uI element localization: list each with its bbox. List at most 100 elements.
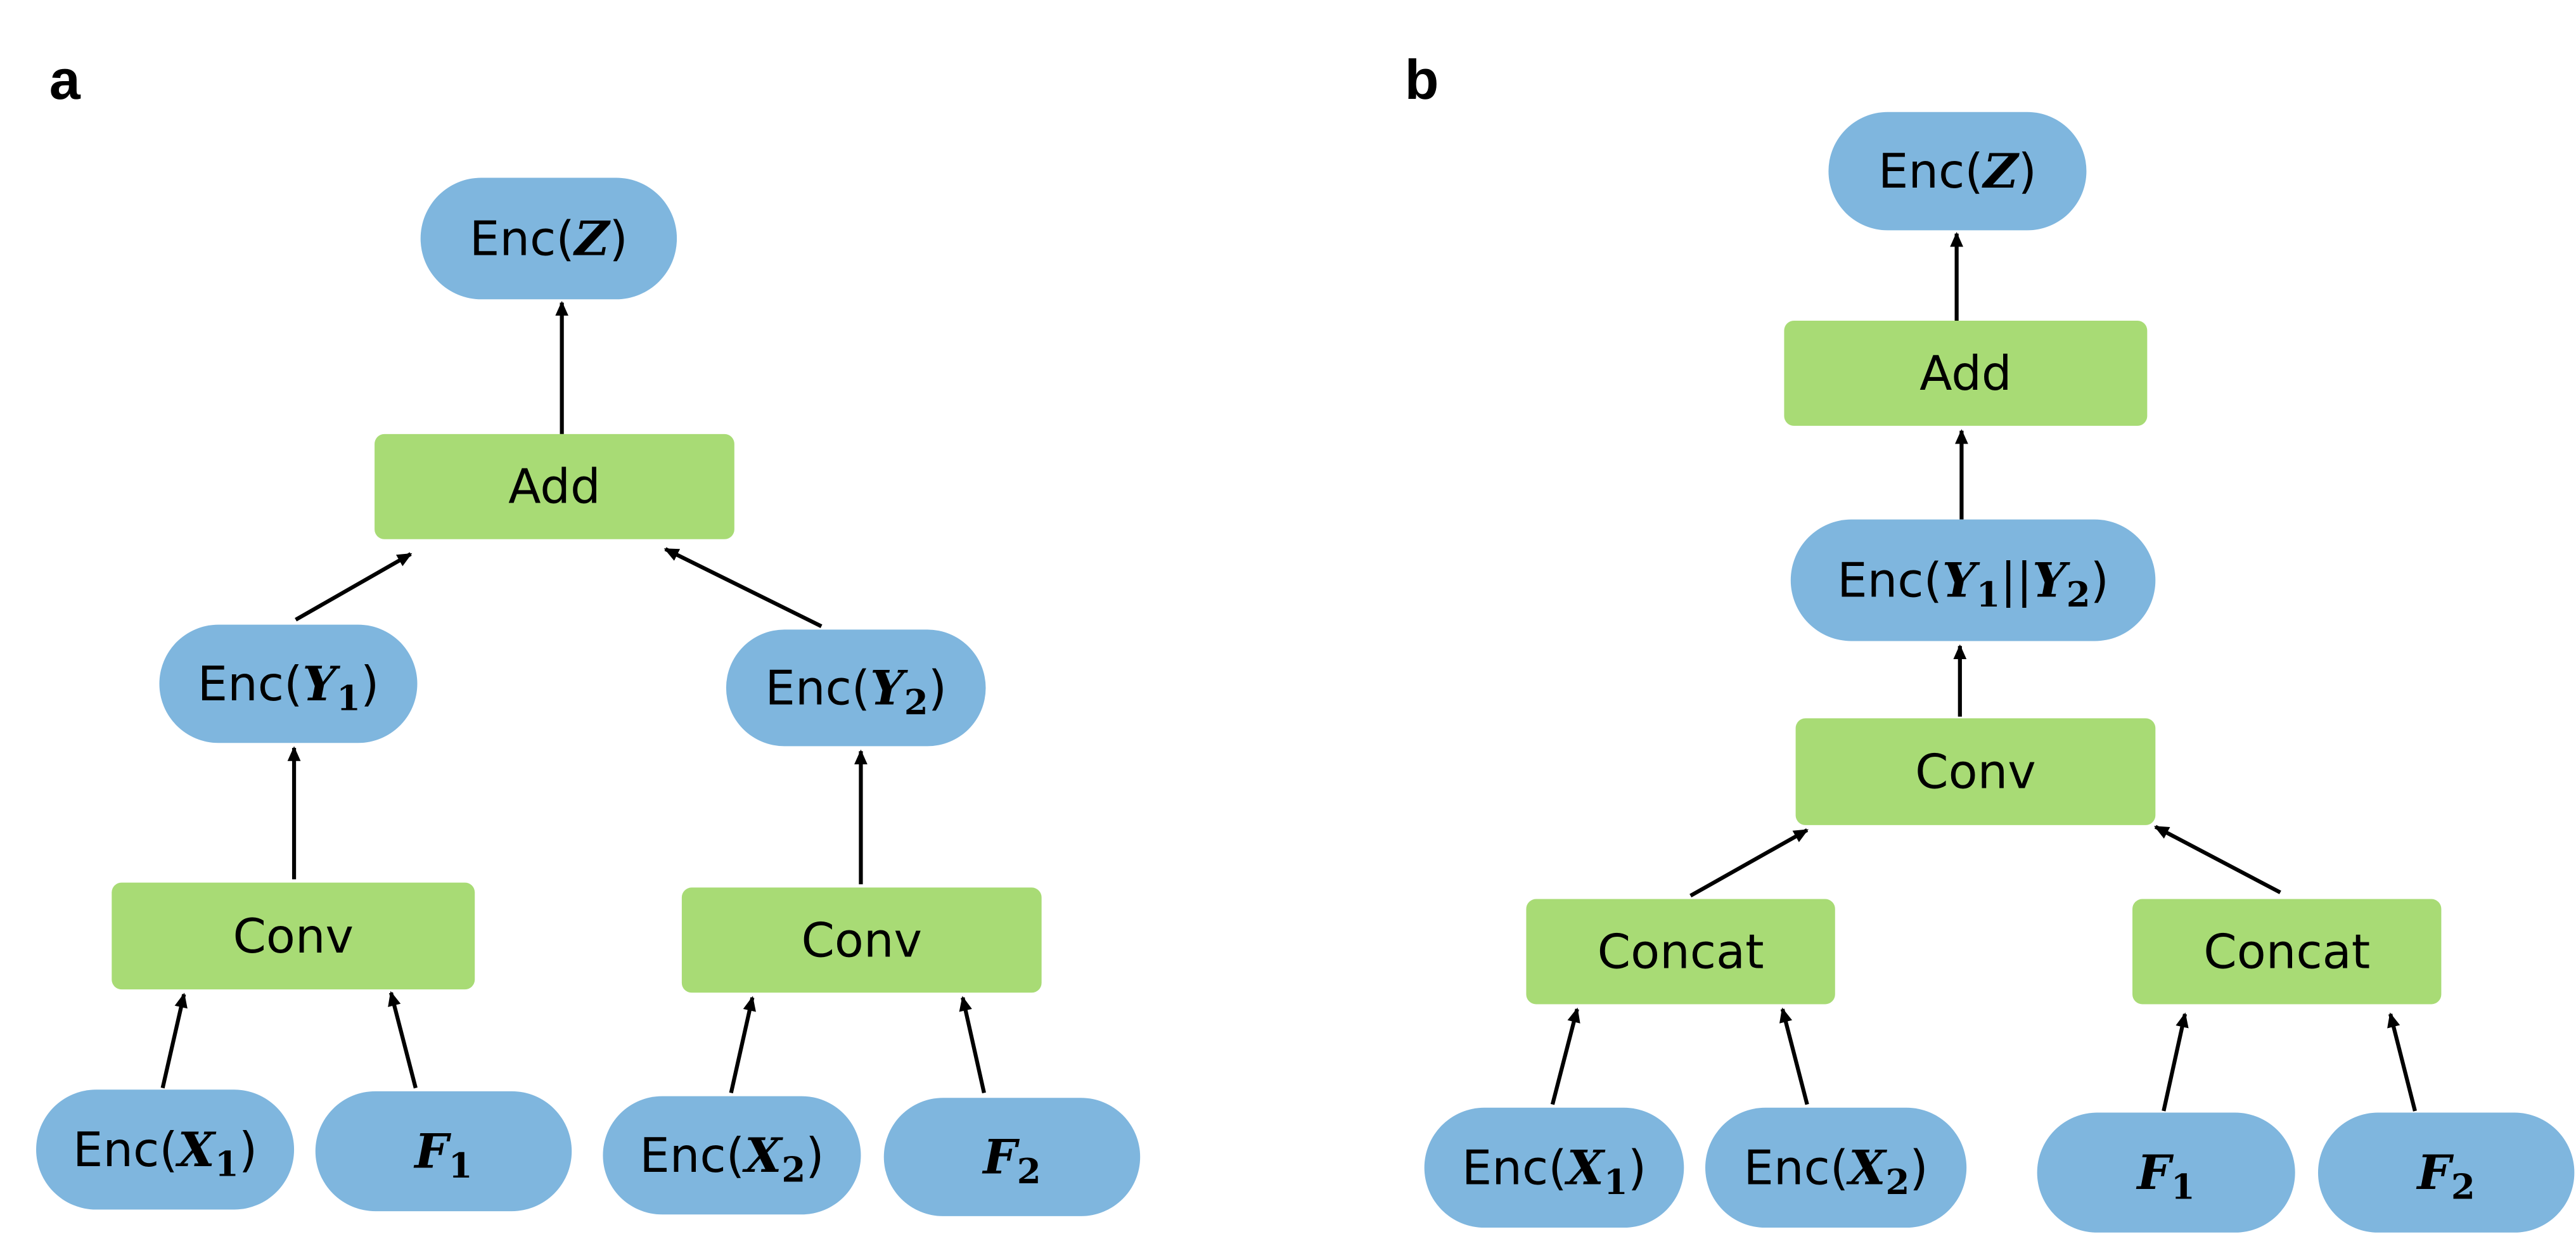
label-segment: ): [361, 656, 379, 712]
operation-node-b_concat2: Concat: [2132, 899, 2442, 1005]
node-label: F2: [982, 1128, 1041, 1191]
operation-node-a_conv1: Conv: [112, 882, 475, 990]
node-label: Enc(X2): [639, 1127, 824, 1190]
label-segment: F: [413, 1122, 451, 1179]
encrypted-node-b_encY12: Enc(Y1||Y2): [1790, 519, 2156, 641]
label-segment: Y: [302, 655, 340, 712]
encrypted-node-a_encY1: Enc(Y1): [159, 624, 418, 743]
box-shape: [1526, 899, 1835, 1005]
label-segment: Y: [2032, 552, 2070, 608]
arrow-a_encX1-to-a_conv1: [160, 992, 188, 1089]
arrow-b_F2-to-b_concat2: [2387, 1012, 2417, 1112]
label-segment: X: [176, 1121, 217, 1178]
label-segment: 2: [904, 682, 928, 723]
label-segment: Enc(: [198, 656, 303, 712]
pill-shape: [1828, 112, 2087, 231]
arrow-a_F2-to-a_conv2: [959, 996, 986, 1094]
label-segment: Add: [1919, 345, 2012, 401]
label-segment: Enc(: [639, 1127, 745, 1183]
label-segment: Z: [573, 210, 612, 266]
pill-shape: [315, 1091, 572, 1212]
label-segment: ): [805, 1127, 824, 1183]
encrypted-node-a_encX2: Enc(X2): [603, 1096, 861, 1215]
node-label: Enc(Z): [470, 210, 628, 266]
label-segment: 2: [2067, 574, 2091, 615]
node-label: Enc(X2): [1743, 1139, 1928, 1202]
encrypted-node-b_encX2: Enc(X2): [1705, 1107, 1967, 1228]
label-segment: ): [239, 1122, 257, 1178]
node-label: Enc(X1): [73, 1121, 257, 1185]
label-segment: F: [2416, 1144, 2454, 1200]
arrow-a_encX2-to-a_conv2: [729, 996, 756, 1094]
label-segment: Enc(: [470, 210, 575, 266]
label-segment: Enc(: [1462, 1140, 1567, 1195]
node-label: Conv: [1915, 744, 2036, 800]
operation-node-a_conv2: Conv: [681, 887, 1042, 993]
node-label: Enc(Y2): [765, 659, 947, 723]
node-label: F2: [2416, 1144, 2475, 1207]
label-segment: Enc(: [1878, 143, 1983, 199]
operation-node-a_add: Add: [375, 434, 734, 539]
node-label: F1: [2136, 1144, 2195, 1207]
encrypted-node-a_encZ: Enc(Z): [420, 177, 677, 300]
arrow-a_encY2-to-a_add: [663, 547, 823, 628]
node-label: Enc(Y1||Y2): [1837, 552, 2109, 615]
label-segment: ): [2091, 553, 2109, 608]
label-segment: ): [1909, 1140, 1928, 1195]
label-segment: X: [1846, 1139, 1887, 1195]
arrow-b_F1-to-b_concat2: [2162, 1012, 2189, 1112]
label-segment: F: [982, 1128, 1020, 1185]
label-segment: 2: [1886, 1162, 1910, 1202]
label-segment: Enc(: [73, 1122, 178, 1178]
box-shape: [112, 882, 475, 990]
label-segment: X: [1565, 1139, 1606, 1195]
arrow-b_concat1-to-b_conv: [1689, 828, 1809, 898]
arrow-b_encX2-to-b_concat1: [1779, 1007, 1809, 1105]
label-segment: F: [2136, 1144, 2174, 1200]
arrow-a_encY1-to-a_add: [295, 552, 413, 622]
label-segment: Add: [508, 459, 601, 515]
pill-shape: [726, 629, 986, 747]
label-segment: ||: [2000, 553, 2032, 608]
label-segment: 1: [1604, 1162, 1628, 1202]
label-segment: Enc(: [1743, 1140, 1849, 1195]
encrypted-node-a_encX1: Enc(X1): [36, 1089, 295, 1210]
label-segment: ): [2018, 143, 2037, 199]
label-segment: Concat: [1598, 923, 1764, 979]
node-label: Enc(Z): [1878, 143, 2037, 199]
box-shape: [1795, 718, 2156, 825]
label-segment: 1: [215, 1143, 239, 1184]
pill-shape: [2037, 1112, 2295, 1233]
pill-shape: [1790, 519, 2156, 641]
box-shape: [1784, 320, 2148, 426]
encrypted-node-a_F1: F1: [315, 1091, 572, 1212]
label-segment: 2: [1017, 1151, 1041, 1191]
pill-shape: [2317, 1112, 2575, 1233]
label-segment: 2: [781, 1149, 805, 1190]
arrow-b_encX1-to-b_concat1: [1550, 1007, 1580, 1105]
panel-label-a: a: [49, 48, 81, 111]
box-shape: [375, 434, 734, 539]
label-segment: Enc(: [765, 660, 870, 716]
label-segment: 2: [2451, 1167, 2475, 1207]
node-label: Concat: [1598, 923, 1764, 979]
pill-shape: [1424, 1107, 1684, 1228]
arrow-b_concat2-to-b_conv: [2154, 825, 2281, 894]
encrypted-node-a_encY2: Enc(Y2): [726, 629, 986, 747]
label-segment: Z: [1982, 143, 2020, 199]
node-label: Conv: [233, 908, 354, 964]
label-segment: X: [742, 1127, 783, 1183]
pill-shape: [420, 177, 677, 300]
operation-node-b_conv: Conv: [1795, 718, 2156, 825]
box-shape: [681, 887, 1042, 993]
label-segment: Conv: [801, 912, 922, 968]
pill-shape: [159, 624, 418, 743]
label-segment: ): [928, 660, 947, 716]
encrypted-node-b_F1: F1: [2037, 1112, 2295, 1233]
encrypted-node-b_encZ: Enc(Z): [1828, 112, 2087, 231]
pill-shape: [883, 1098, 1141, 1216]
label-segment: 1: [1977, 574, 2001, 615]
operation-node-b_concat1: Concat: [1526, 899, 1835, 1005]
node-label: Enc(X1): [1462, 1139, 1646, 1202]
